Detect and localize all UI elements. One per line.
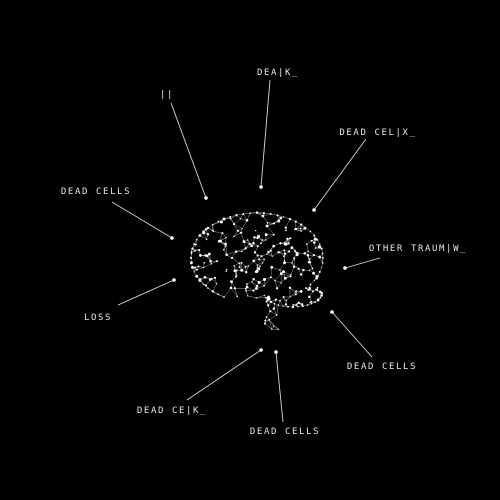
label-a: DEA|K_ (257, 68, 299, 78)
leader-line-b (170, 102, 207, 199)
leader-line-i (275, 351, 284, 423)
brain-mesh-nodes (189, 211, 324, 330)
label-c: DEAD CEL|X_ (339, 128, 416, 138)
leader-line-g (331, 311, 373, 358)
label-e: OTHER TRAUM|W_ (369, 244, 467, 254)
label-f: LOSS (84, 313, 112, 323)
anchor-dot-g (330, 310, 334, 314)
leader-line-e (344, 257, 381, 269)
anchor-dot-e (343, 266, 347, 270)
leader-c (312, 138, 367, 212)
label-g: DEAD CELLS (347, 362, 417, 372)
anchor-dot-b (204, 196, 208, 200)
label-b: || (160, 90, 174, 100)
leader-line-d (111, 201, 173, 239)
leader-line-f (117, 279, 175, 306)
anchor-dot-a (259, 185, 263, 189)
anchor-dot-c (312, 208, 316, 212)
leader-f (117, 278, 176, 306)
leader-h (186, 348, 263, 401)
brain-network-icon (189, 211, 324, 330)
anchor-dot-h (259, 348, 263, 352)
leader-line-c (313, 138, 367, 211)
leader-line-h (186, 349, 262, 401)
anchor-dot-d (170, 236, 174, 240)
anchor-dot-i (274, 350, 278, 354)
label-i: DEAD CELLS (250, 427, 320, 437)
label-h: DEAD CE|K_ (137, 406, 207, 416)
anchor-dot-f (172, 278, 176, 282)
leader-line-a (260, 79, 271, 188)
leader-a (259, 79, 271, 189)
leader-e (343, 257, 381, 270)
leader-b (170, 102, 208, 200)
leader-d (111, 201, 174, 240)
label-d: DEAD CELLS (61, 187, 131, 197)
leader-i (274, 350, 284, 423)
leader-g (330, 310, 373, 358)
